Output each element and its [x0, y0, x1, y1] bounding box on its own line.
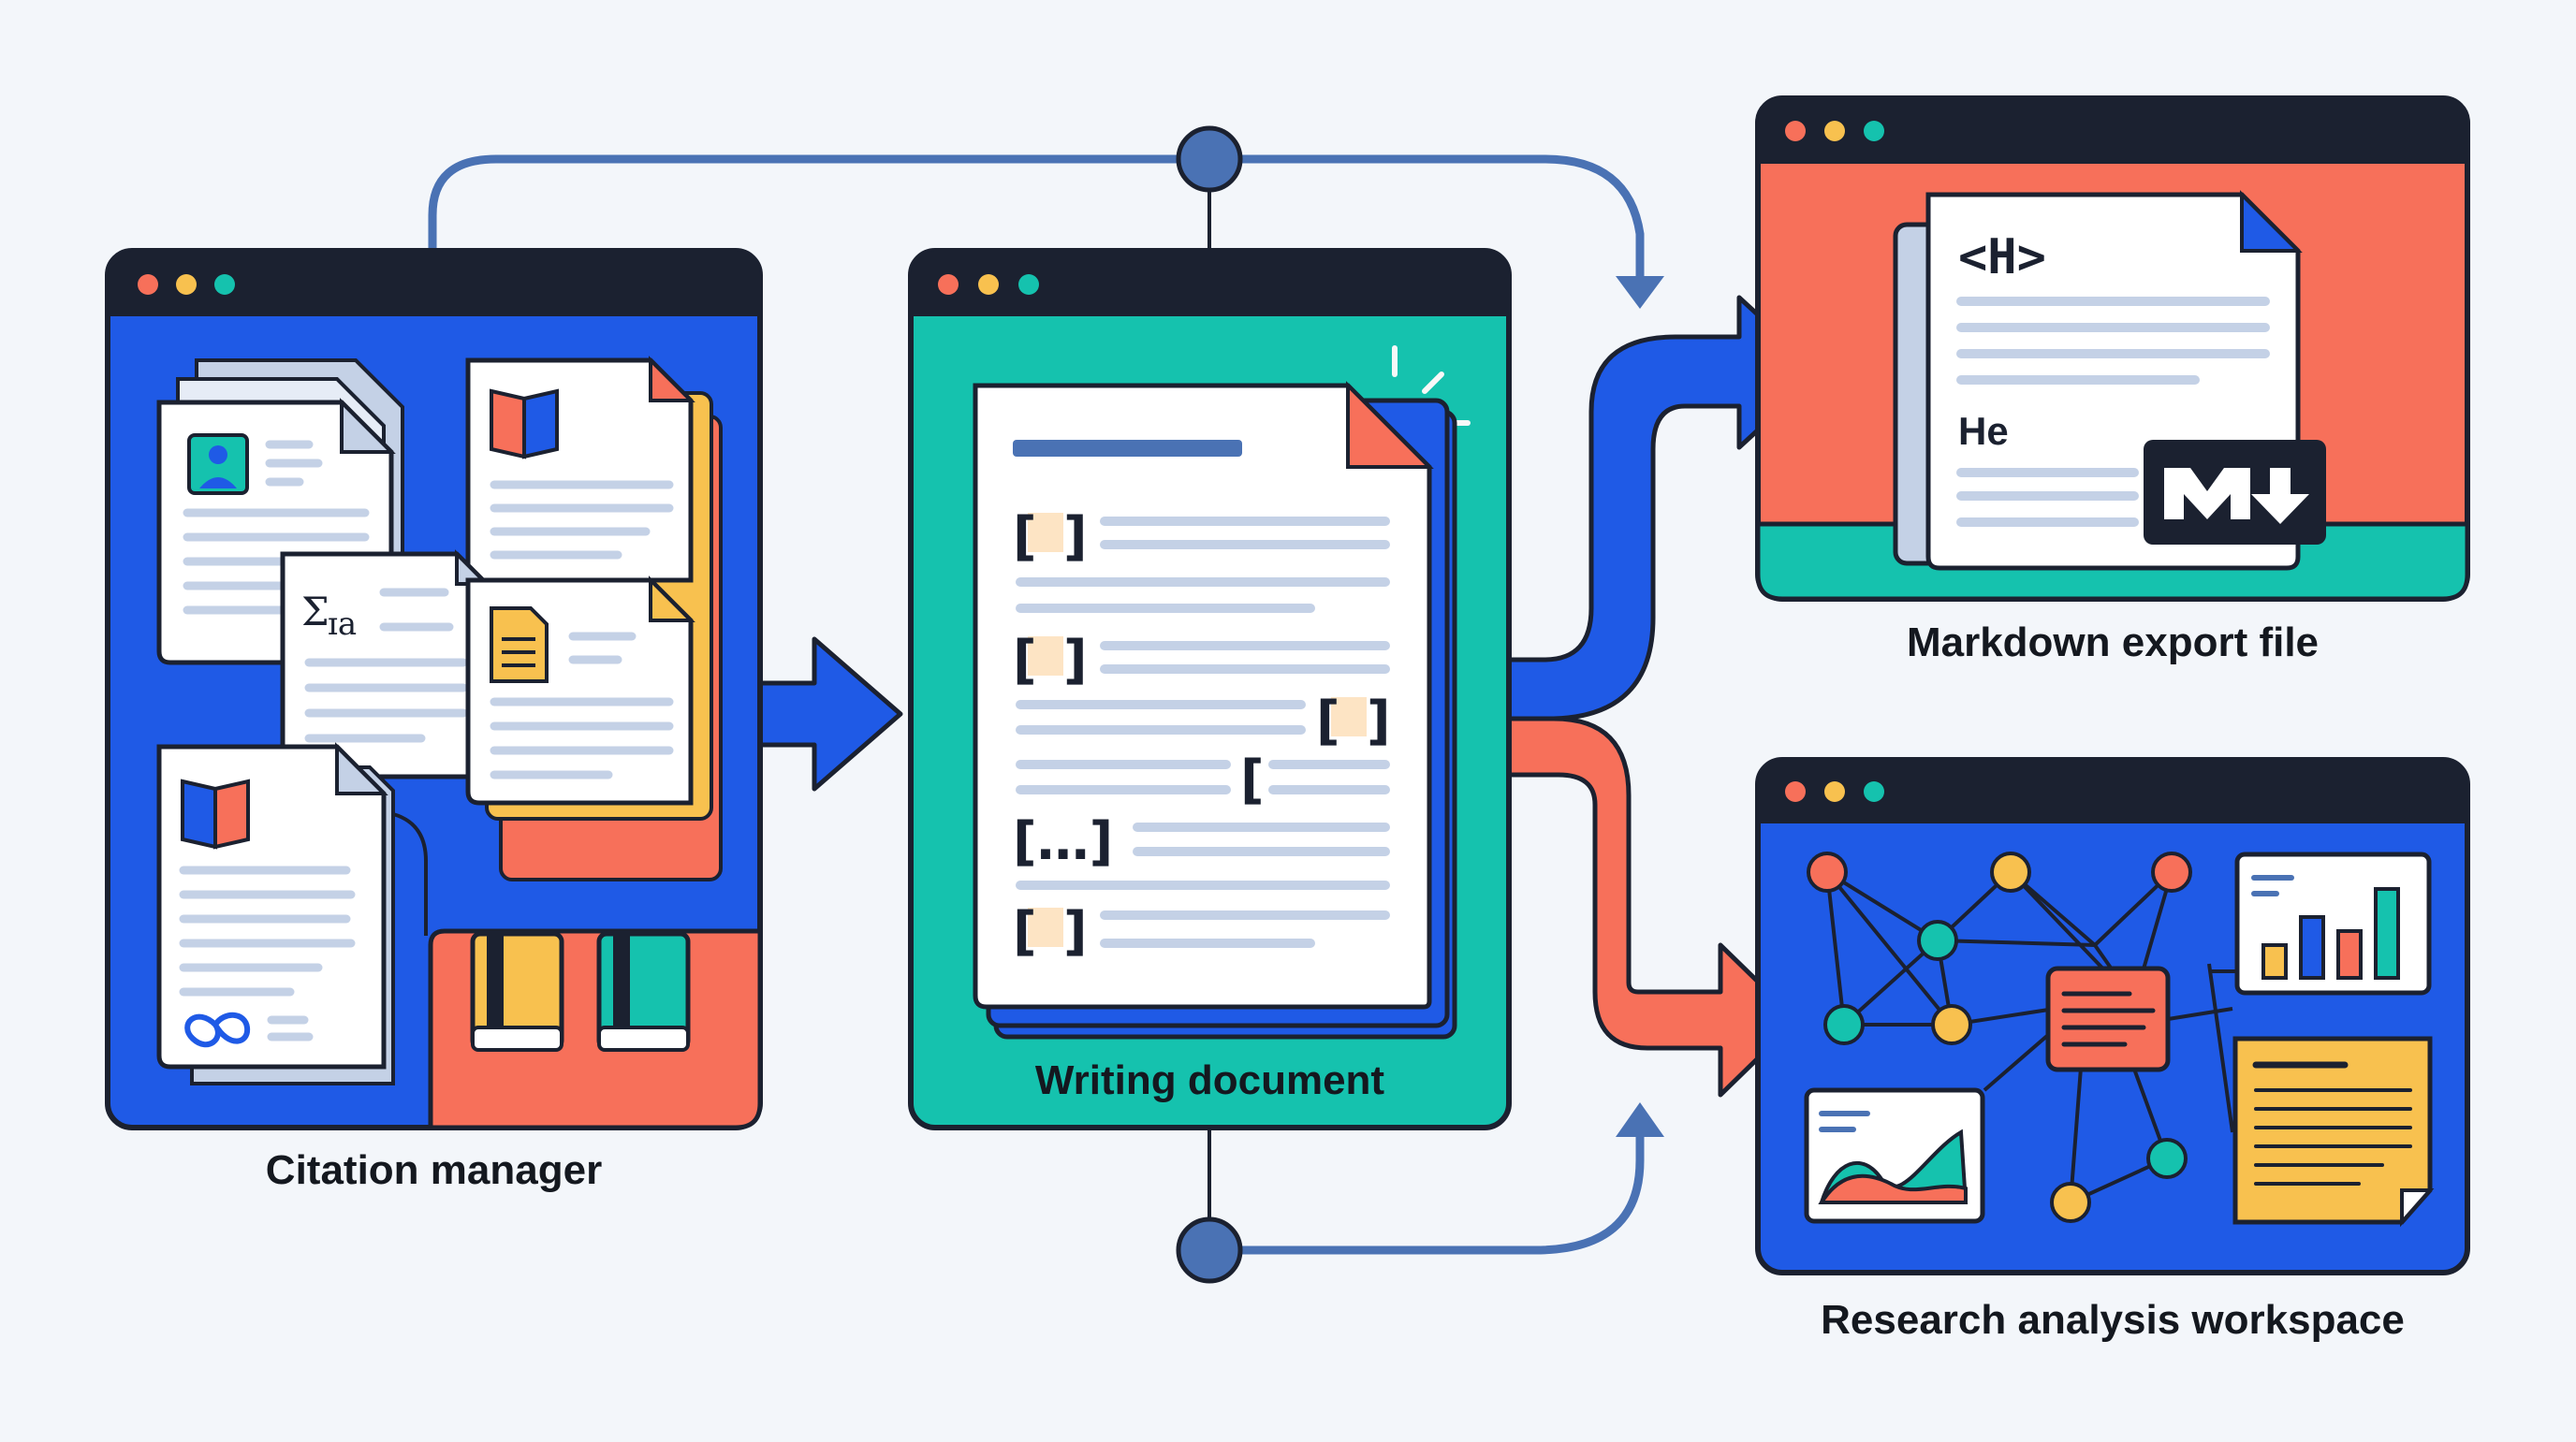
book-icon: [470, 931, 691, 1052]
connector-node-bottom: [1176, 1216, 1243, 1284]
svg-text:]: ]: [1063, 506, 1088, 567]
bottom-connector: [1176, 1102, 1664, 1284]
book-icon: [181, 779, 250, 850]
svg-text:]: ]: [1367, 691, 1391, 751]
book-icon: [490, 388, 559, 459]
formula-glyph: Σ: [301, 589, 329, 634]
bar-chart-icon: [2234, 852, 2432, 996]
svg-text:]: ]: [1063, 630, 1088, 691]
infinity-icon: [184, 1012, 251, 1048]
arrow-citation-to-writing: [757, 636, 903, 792]
heading-preview: He: [1958, 409, 2009, 453]
svg-text:[: [: [1316, 691, 1340, 751]
markdown-export-label: Markdown export file: [1906, 619, 2320, 665]
arrow-writing-to-research: [1506, 716, 1800, 1098]
formula-subscript: ɪa: [328, 605, 357, 643]
citation-brackets: [] [] [] [ [] […]: [1013, 506, 1391, 962]
research-workspace-label: Research analysis workspace: [1821, 1297, 2405, 1343]
citation-card-infinity: [156, 742, 395, 1085]
writing-document-window: [] [] [] [ [] […]: [908, 248, 1512, 1130]
avatar-icon: [187, 433, 249, 495]
code-heading: <H>: [1958, 229, 2046, 285]
svg-text:[: [: [1240, 750, 1265, 810]
svg-text:]: ]: [1063, 901, 1088, 962]
markdown-download-icon: [2144, 440, 2326, 545]
connector-node-top: [1176, 125, 1243, 193]
window-controls-icon: [1785, 781, 1884, 802]
document-icon: [490, 606, 549, 683]
window-controls-icon: [138, 274, 235, 295]
citation-manager-window: Σ ɪa: [105, 248, 763, 1130]
citation-card-formula: Σ ɪa: [280, 549, 491, 779]
network-graph-icon: [1807, 852, 2237, 1223]
area-chart-icon: [1804, 1087, 1985, 1224]
svg-text:[: [: [1013, 506, 1037, 567]
writing-document-label: Writing document: [1034, 1057, 1385, 1103]
svg-text:[: [: [1013, 901, 1037, 962]
top-connector: [428, 125, 1664, 309]
citation-manager-label: Citation manager: [265, 1147, 603, 1193]
note-icon: [2232, 1036, 2435, 1228]
svg-text:[: [: [1013, 630, 1037, 691]
citation-card-document: [465, 575, 695, 806]
window-controls-icon: [1785, 121, 1884, 141]
research-workspace-window: [1755, 757, 2470, 1275]
markdown-export-window: <H> He: [1755, 95, 2470, 602]
window-controls-icon: [938, 274, 1039, 295]
ellipsis-citation: […]: [1013, 811, 1113, 872]
